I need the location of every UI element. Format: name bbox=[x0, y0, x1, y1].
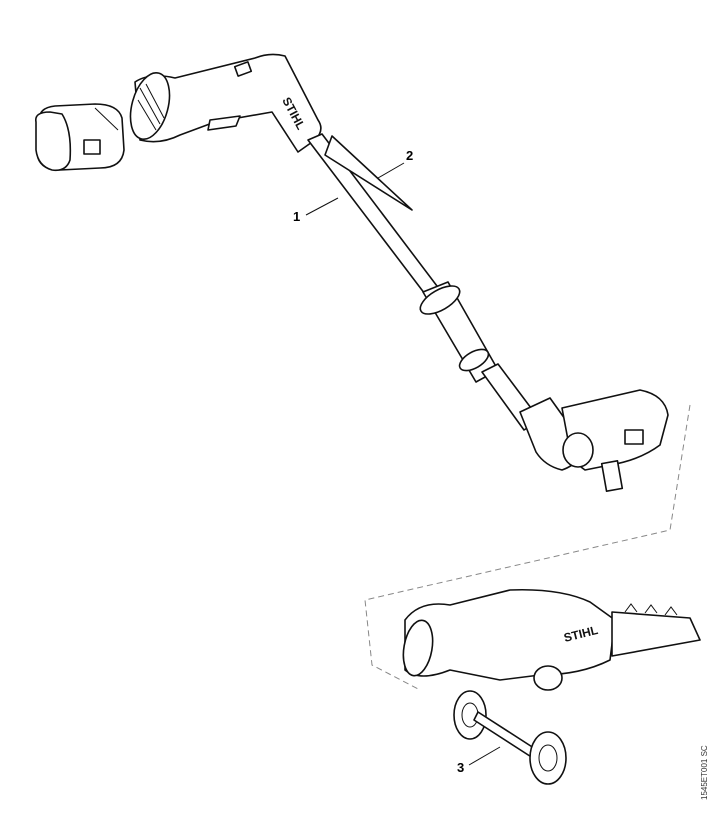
callout-1: 1 bbox=[293, 209, 301, 224]
leader-line-3 bbox=[468, 746, 501, 766]
callout-3: 3 bbox=[457, 760, 465, 775]
blade-guard-strip bbox=[324, 135, 413, 211]
figure-code: 1545ET001 SC bbox=[700, 745, 709, 800]
drive-head bbox=[519, 389, 669, 492]
leader-line-2 bbox=[377, 162, 405, 179]
callout-2: 2 bbox=[406, 148, 414, 163]
wheel-set bbox=[453, 690, 567, 785]
assembly-guide-dashed bbox=[364, 404, 691, 691]
handle-unit: STIHL bbox=[129, 53, 322, 153]
shrub-shear-unit: STIHL bbox=[402, 588, 701, 691]
telescopic-shaft bbox=[307, 133, 541, 431]
battery-pack bbox=[34, 103, 125, 172]
leader-line-1 bbox=[305, 197, 339, 216]
